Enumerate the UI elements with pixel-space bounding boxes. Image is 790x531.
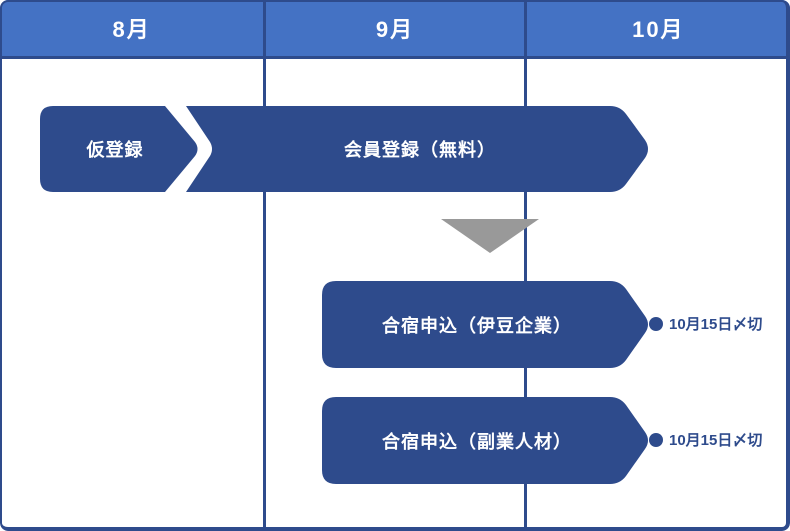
camp-application-fukugyo-arrow bbox=[322, 397, 648, 484]
arrow-shape bbox=[322, 397, 648, 484]
triangle-shape bbox=[441, 219, 539, 253]
month-header-september: 9月 bbox=[263, 0, 526, 56]
arrow-shape bbox=[40, 106, 198, 192]
deadline-label-izu: 10月15日〆切 bbox=[669, 316, 763, 333]
deadline-marker-dot bbox=[649, 317, 663, 331]
month-label-september: 9月 bbox=[375, 17, 415, 42]
month-label-october: 10月 bbox=[632, 17, 685, 42]
member-registration-arrow bbox=[186, 106, 648, 192]
column-divider-1 bbox=[263, 0, 266, 527]
deadline-marker-dot bbox=[649, 433, 663, 447]
deadline-label-fukugyo: 10月15日〆切 bbox=[669, 432, 763, 449]
month-label-august: 8月 bbox=[112, 17, 151, 42]
camp-application-izu-arrow bbox=[322, 281, 648, 368]
month-header-august: 8月 bbox=[0, 0, 263, 56]
column-divider-2 bbox=[524, 0, 527, 527]
down-arrow-icon bbox=[441, 219, 539, 253]
temp-registration-arrow bbox=[40, 106, 198, 192]
dot-shape bbox=[649, 317, 663, 331]
month-header-row: 8月 9月 10月 bbox=[0, 0, 790, 59]
month-header-october: 10月 bbox=[527, 0, 790, 56]
arrow-shape bbox=[322, 281, 648, 368]
arrow-shape bbox=[186, 106, 648, 192]
dot-shape bbox=[649, 433, 663, 447]
